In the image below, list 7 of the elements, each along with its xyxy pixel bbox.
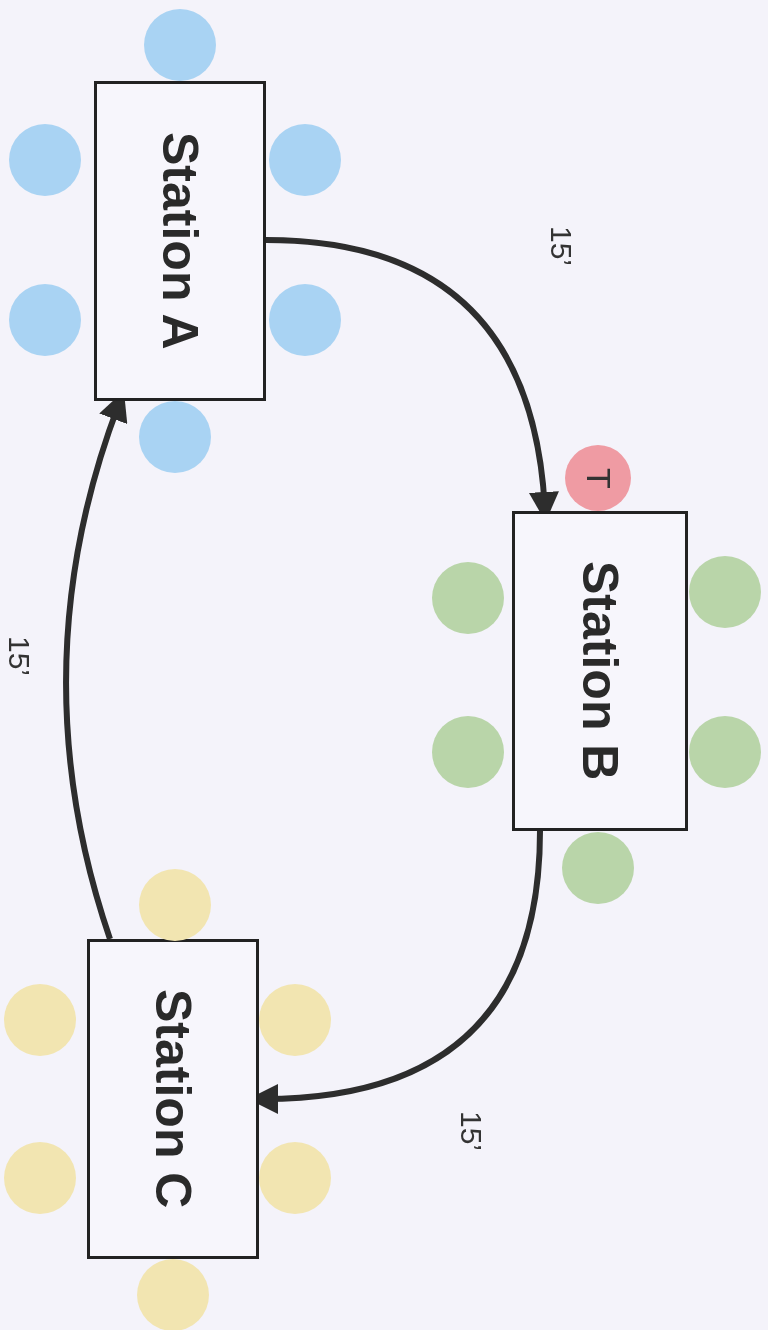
station-label: Station C [144, 989, 202, 1209]
station-table [87, 939, 259, 1259]
station-table [94, 81, 266, 401]
seat-label: T [578, 467, 618, 489]
station-table [512, 511, 688, 831]
station-label: Station A [151, 132, 209, 350]
station-label: Station B [571, 561, 629, 781]
